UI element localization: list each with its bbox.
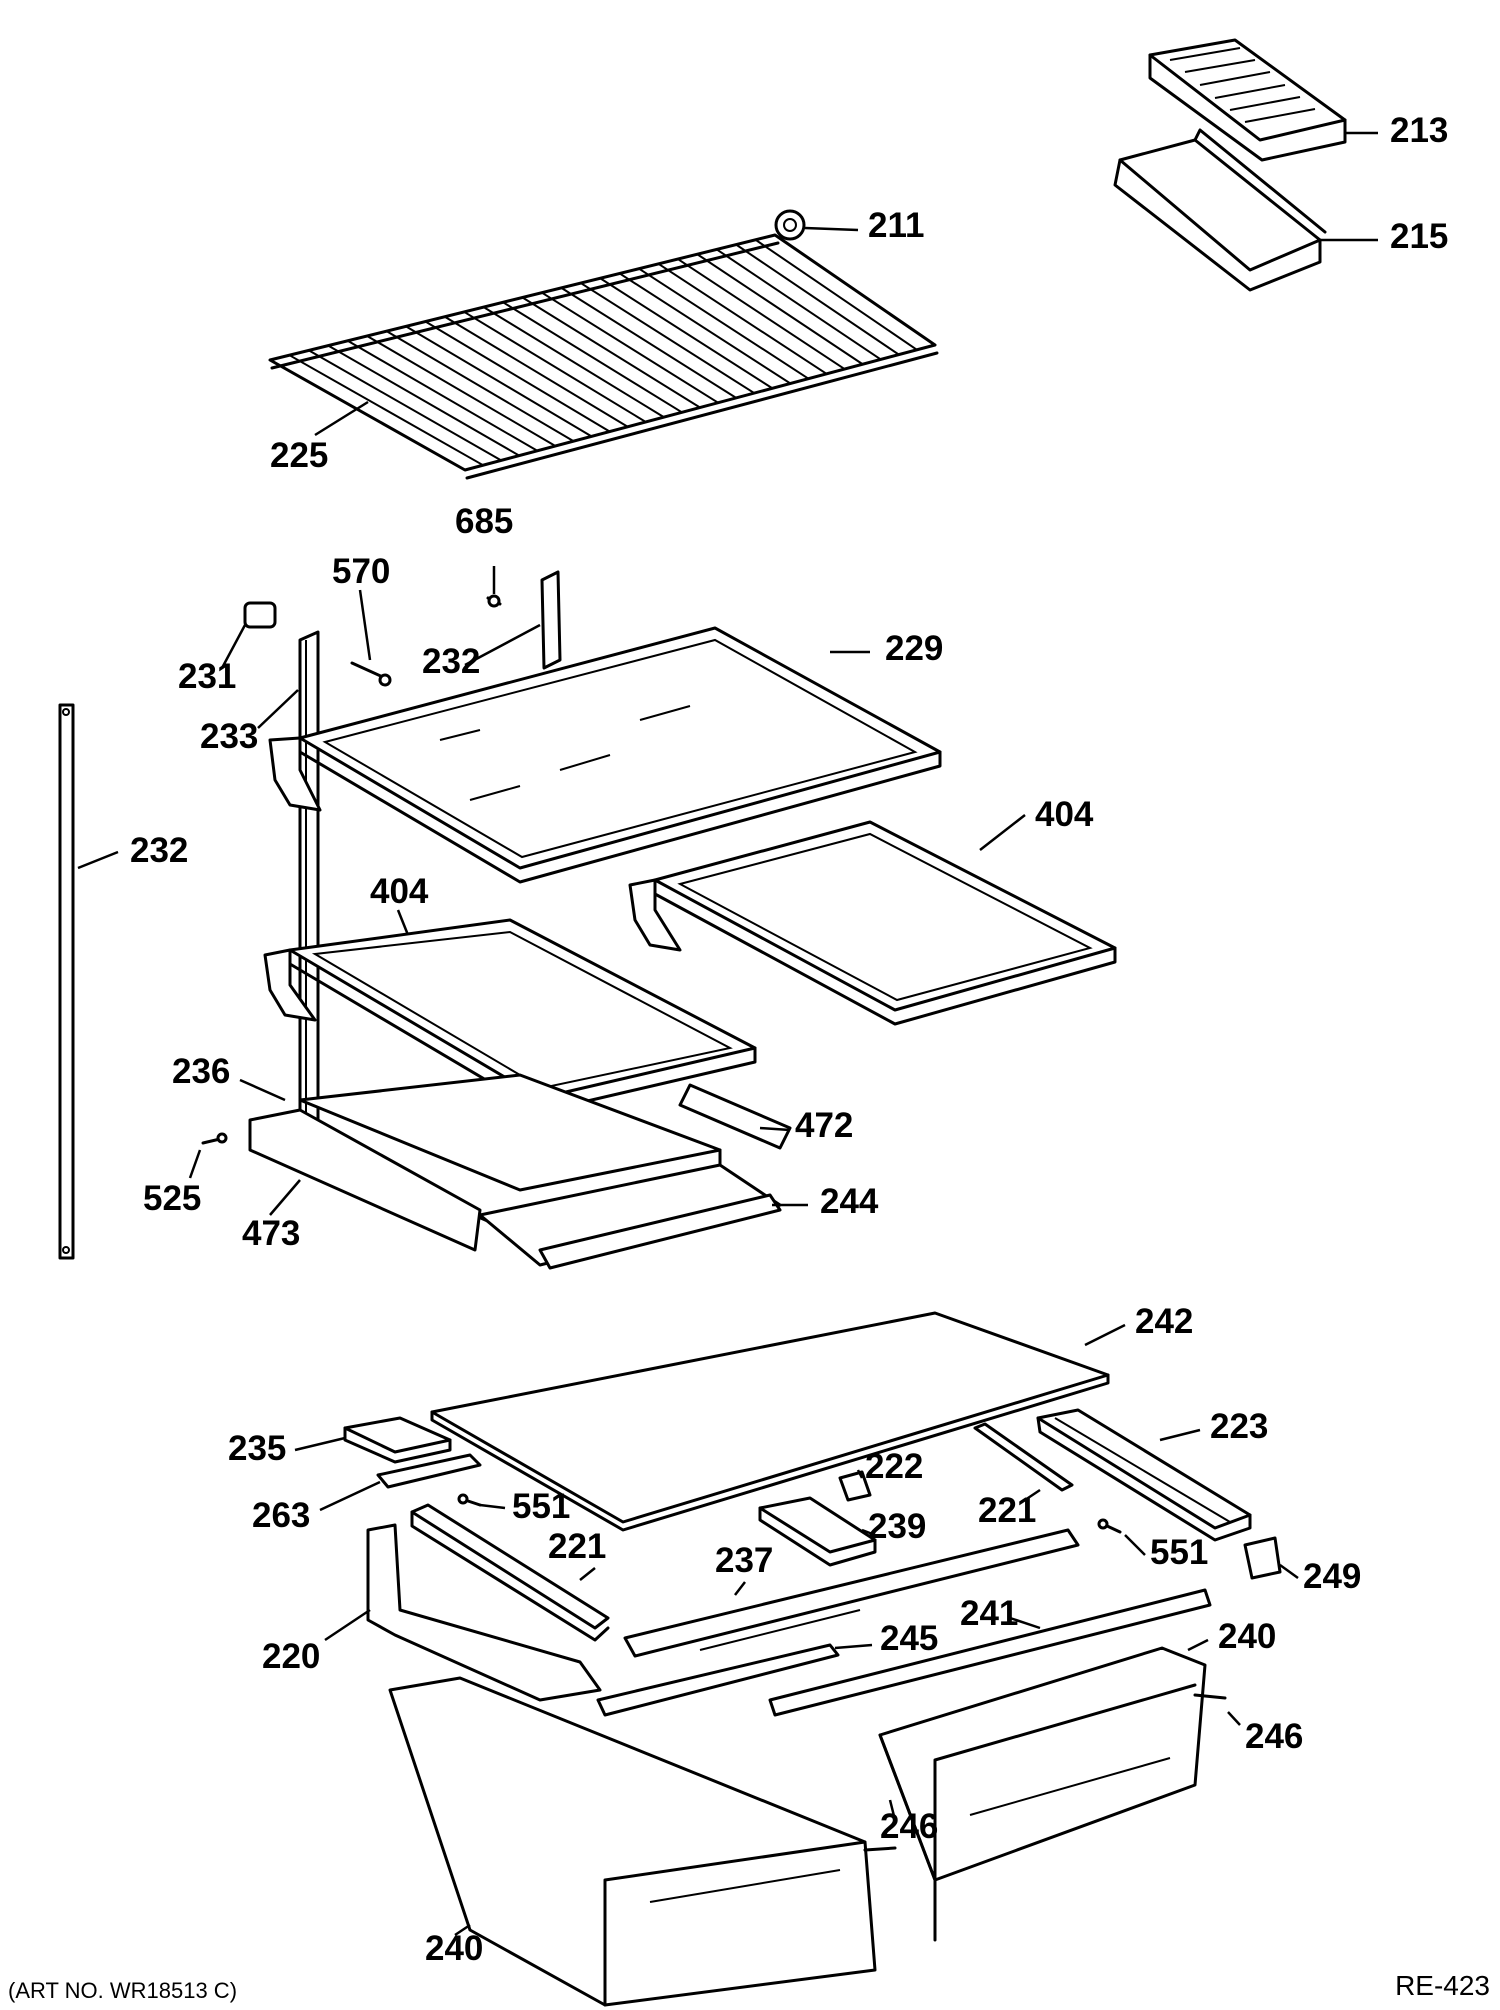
shelf-wire (483, 306, 665, 418)
ice-bin-215 (1113, 128, 1327, 292)
shelf-wire (308, 349, 502, 462)
shelf-wire (716, 248, 882, 361)
callout-525: 525 (143, 1179, 201, 1218)
callout-241: 241 (960, 1594, 1018, 1633)
crisper-drawer-240-right (878, 1646, 1227, 1942)
screw-570 (350, 661, 392, 687)
callout-221: 221 (978, 1491, 1036, 1530)
callout-570: 570 (332, 552, 390, 591)
shelf-wire (657, 263, 828, 375)
screw-551-left (457, 1493, 482, 1507)
art-number: (ART NO. WR18513 C) (8, 1978, 237, 2003)
callout-242: 242 (1135, 1302, 1193, 1341)
callout-215: 215 (1390, 217, 1448, 256)
callout-404: 404 (1035, 795, 1094, 834)
callout-246: 246 (1245, 1717, 1303, 1756)
callout-245: 245 (880, 1619, 938, 1658)
callout-223: 223 (1210, 1407, 1268, 1446)
callout-236: 236 (172, 1052, 230, 1091)
callout-246: 246 (880, 1807, 938, 1846)
meat-pan-assembly (248, 1073, 792, 1270)
shelf-wire (580, 282, 755, 394)
callout-233: 233 (200, 717, 258, 756)
clip-249 (1243, 1536, 1282, 1580)
shelf-wire (366, 335, 556, 447)
shelf-wire (347, 339, 538, 452)
callout-685: 685 (455, 502, 513, 541)
callout-229: 229 (885, 629, 943, 668)
reference-code: RE-423 (1395, 1970, 1490, 2001)
part-callouts: 213 211 215 225 685 570 229 232 231 233 404 232 404 2… (130, 111, 1448, 1968)
upright-232 (540, 570, 562, 670)
rail-245 (596, 1643, 840, 1717)
shelf-wire (405, 325, 593, 438)
shelf-wire (521, 296, 701, 409)
grommet-211 (774, 209, 806, 241)
callout-220: 220 (262, 1637, 320, 1676)
glass-shelf-229 (268, 626, 942, 884)
rail-241 (768, 1588, 1212, 1717)
callout-249: 249 (1303, 1557, 1361, 1596)
callout-237: 237 (715, 1541, 773, 1580)
callout-551: 551 (512, 1487, 570, 1526)
bracket-220 (366, 1523, 602, 1702)
upright-233 (298, 630, 320, 1150)
shelf-wire (696, 253, 864, 366)
leader-lines (77, 131, 1378, 1937)
callout-244: 244 (820, 1182, 879, 1221)
shelf-rail-232-left (58, 703, 75, 1260)
shelf-wire (560, 287, 737, 399)
shelf-wire (638, 267, 810, 380)
shelf-wire (541, 291, 719, 404)
screw-685 (486, 594, 502, 608)
shelf-wire (735, 243, 900, 356)
bracket-239 (758, 1496, 877, 1567)
shelf-wire (327, 344, 520, 457)
crisper-drawer-240-left (388, 1676, 897, 2007)
callout-235: 235 (228, 1429, 286, 1468)
shelf-wire (444, 315, 629, 428)
callout-225: 225 (270, 436, 328, 475)
callout-222: 222 (865, 1447, 923, 1486)
callout-263: 263 (252, 1496, 310, 1535)
callout-221: 221 (548, 1527, 606, 1566)
clip-231 (243, 601, 277, 629)
bracket-222 (838, 1470, 872, 1502)
callout-240: 240 (1218, 1617, 1276, 1656)
ice-tray-213 (1148, 38, 1347, 162)
callout-213: 213 (1390, 111, 1448, 150)
rail-237 (623, 1528, 1080, 1658)
callout-239: 239 (868, 1507, 926, 1546)
callout-404: 404 (370, 872, 429, 911)
shelf-wire (463, 311, 647, 423)
support-235 (343, 1416, 452, 1464)
support-263 (376, 1453, 482, 1489)
screw-525 (201, 1132, 228, 1145)
shelf-wire (755, 238, 918, 351)
rail-221-right (973, 1422, 1074, 1492)
shelf-wire (677, 258, 846, 370)
callout-473: 473 (242, 1214, 300, 1253)
shelf-wire (599, 277, 773, 390)
callout-240: 240 (425, 1929, 483, 1968)
glass-cover-242 (430, 1311, 1110, 1532)
callout-232: 232 (130, 831, 188, 870)
callout-231: 231 (178, 657, 236, 696)
shelf-wire (619, 272, 791, 385)
shelf-wire (288, 354, 484, 467)
screw-551-right (1097, 1518, 1122, 1534)
callout-211: 211 (868, 206, 924, 245)
callout-232: 232 (422, 642, 480, 681)
shelf-wire (386, 330, 574, 443)
callout-472: 472 (795, 1106, 853, 1145)
rail-221-left (410, 1503, 610, 1642)
callout-551: 551 (1150, 1533, 1208, 1572)
wire-shelf-225 (268, 233, 939, 480)
shelf-wire (424, 320, 611, 433)
shelf-wire (502, 301, 683, 414)
rail-223 (1036, 1408, 1252, 1542)
glass-shelf-404-right (628, 820, 1117, 1026)
